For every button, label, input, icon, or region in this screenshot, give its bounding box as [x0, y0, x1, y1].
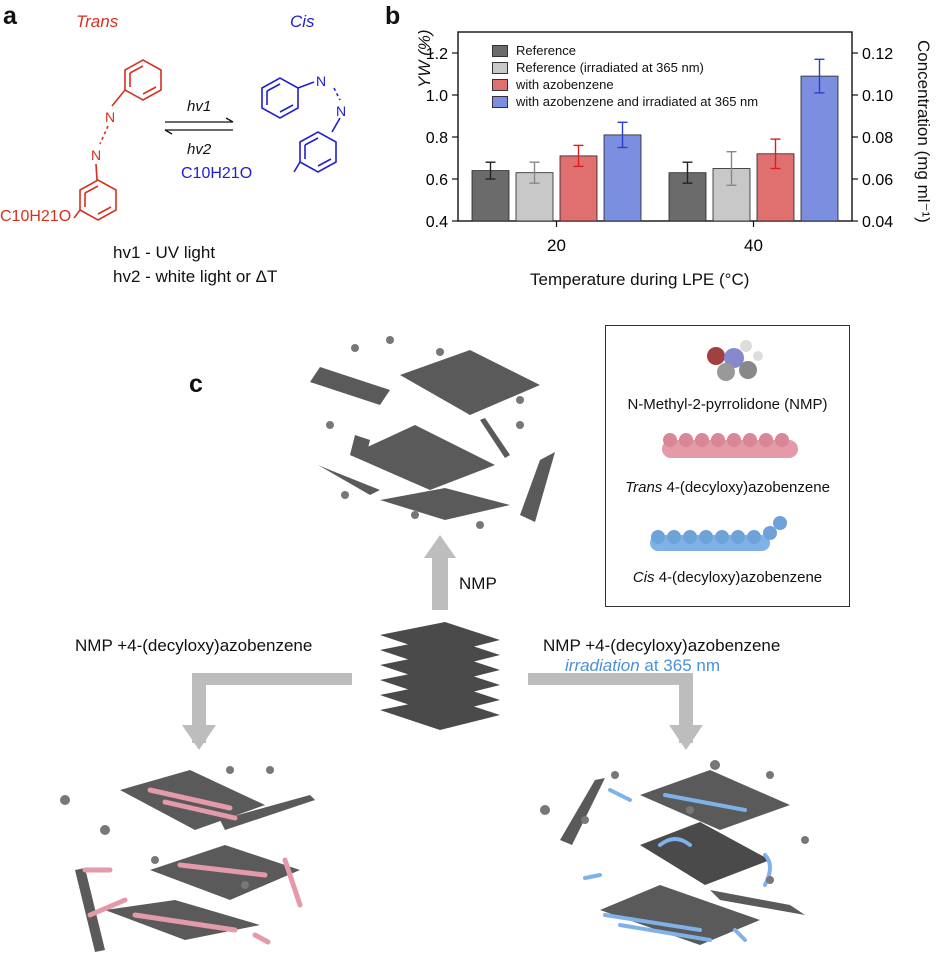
irradiation-rest: at 365 nm	[639, 656, 720, 675]
arrow-left	[182, 673, 352, 750]
legend-item: Reference	[492, 42, 758, 59]
panel-b-letter: b	[385, 2, 401, 30]
trans-chain: C10H21O	[0, 208, 72, 225]
svg-text:N: N	[336, 103, 346, 119]
bar-chart: 0.4 0.6 0.8 1.0 1.2 0.04 0.06 0.08 0.10 0.12 20 4…	[426, 31, 893, 255]
y2-tick-label: 0.04	[862, 214, 893, 231]
arrow-up	[424, 535, 456, 610]
y-tick-label: 1.2	[426, 46, 448, 63]
key-nmp-label: N-Methyl-2-pyrrolidone (NMP)	[627, 396, 828, 413]
key-trans-italic: Trans	[625, 479, 663, 496]
cis-molecule-icon	[650, 516, 787, 551]
top-sheets	[310, 350, 555, 522]
plot-frame	[457, 31, 853, 222]
y-tick-label: 0.4	[426, 214, 448, 231]
bar	[800, 75, 839, 222]
legend-swatch	[492, 78, 508, 91]
y2-axis-label: Concentration (mg ml⁻¹)	[914, 40, 933, 223]
irradiation-italic: irradiation	[565, 656, 640, 675]
cis-chain: C10H21O	[181, 165, 253, 182]
legend-swatch	[492, 95, 508, 108]
legend-item: Reference (irradiated at 365 nm)	[492, 59, 758, 76]
trans-label: Trans	[76, 12, 119, 31]
azobenzene-structures: N N N N	[73, 59, 346, 221]
svg-text:N: N	[91, 147, 101, 163]
legend-label: with azobenzene and irradiated at 365 nm	[516, 94, 759, 109]
y2-tick-label: 0.12	[862, 46, 893, 63]
hv2-legend: hv2 - white light or ΔT	[113, 267, 278, 286]
bar	[471, 170, 510, 222]
legend-label: with azobenzene	[516, 77, 614, 92]
top-nmp-molecules	[326, 336, 524, 529]
bottom-nmp-molecules	[60, 760, 809, 889]
key-trans-label: Trans 4-(decyloxy)azobenzene	[606, 479, 849, 496]
x-tick-label: 40	[744, 236, 763, 255]
y2-tick-label: 0.08	[862, 130, 893, 147]
trans-molecule-icon	[662, 433, 798, 458]
key-cis-italic: Cis	[632, 569, 655, 586]
x-tick-label: 20	[547, 236, 566, 255]
key-trans-rest: 4-(decyloxy)azobenzene	[662, 479, 830, 496]
hv1-label: hv1	[187, 98, 212, 115]
left-arrow-label: NMP +4-(decyloxy)azobenzene	[75, 636, 313, 655]
legend-item: with azobenzene	[492, 76, 758, 93]
y-axis-label-text: YW (%)	[415, 29, 434, 88]
bulk-stack	[380, 622, 500, 730]
right-arrow-label: NMP +4-(decyloxy)azobenzene	[543, 636, 781, 655]
trans-molecule	[73, 59, 162, 221]
legend-swatch	[492, 61, 508, 74]
y-tick-label: 0.6	[426, 172, 448, 189]
cis-label: Cis	[290, 12, 315, 31]
x-axis-label: Temperature during LPE (°C)	[530, 270, 750, 289]
legend-swatch	[492, 44, 508, 57]
panel-c-letter: c	[189, 370, 203, 398]
legend-label: Reference (irradiated at 365 nm)	[516, 60, 704, 75]
molecule-key-box: N-Methyl-2-pyrrolidone (NMP) Trans 4-(de…	[605, 325, 850, 607]
svg-text:N: N	[316, 73, 326, 89]
equilibrium-arrows	[164, 117, 234, 135]
y2-tick-label: 0.10	[862, 88, 893, 105]
y2-tick-label: 0.06	[862, 172, 893, 189]
exfoliation-scheme	[60, 336, 809, 952]
key-cis-label: Cis 4-(decyloxy)azobenzene	[606, 569, 849, 586]
svg-text:N: N	[105, 109, 115, 125]
arrow-right	[528, 673, 703, 750]
cis-molecule	[261, 77, 341, 173]
bottom-right-sheets	[560, 770, 805, 945]
y-axis-label: YW (%)	[415, 29, 435, 88]
panel-a-letter: a	[3, 2, 17, 30]
bottom-left-sheets	[75, 770, 315, 952]
arrow-up-label: NMP	[459, 574, 497, 593]
y-tick-label: 1.0	[426, 88, 448, 105]
y-tick-label: 0.8	[426, 130, 448, 147]
hv1-legend: hv1 - UV light	[113, 243, 216, 262]
legend-item: with azobenzene and irradiated at 365 nm	[492, 93, 758, 110]
hv2-label: hv2	[187, 141, 212, 158]
irradiation-label: irradiation at 365 nm	[565, 656, 720, 676]
legend-label: Reference	[516, 43, 576, 58]
key-cis-rest: 4-(decyloxy)azobenzene	[654, 569, 823, 586]
nmp-molecule-icon	[707, 340, 763, 381]
